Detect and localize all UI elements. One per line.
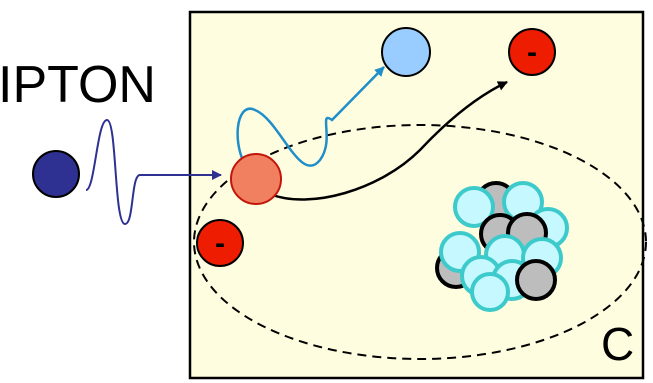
- electron-orbit: [193, 124, 647, 360]
- incoming-photon-wave: [85, 118, 222, 226]
- orbit-electron: -: [196, 219, 244, 267]
- proton: [453, 186, 495, 228]
- incoming-photon-ball: [32, 150, 80, 198]
- orbit-electron-charge-label: -: [215, 227, 225, 260]
- title-text: IPTON: [0, 56, 156, 114]
- scattered-photon-wave: [236, 66, 385, 177]
- proton: [470, 272, 510, 312]
- neutron: [515, 259, 557, 301]
- electron-charge-label: -: [527, 36, 537, 69]
- scattered-photon-ball: [381, 27, 431, 77]
- ejected-electron: -: [508, 28, 556, 76]
- ejected-electron-path: [269, 80, 508, 201]
- box-corner-label: C: [601, 318, 634, 370]
- hit-electron: [230, 153, 282, 205]
- nucleus: [435, 181, 569, 312]
